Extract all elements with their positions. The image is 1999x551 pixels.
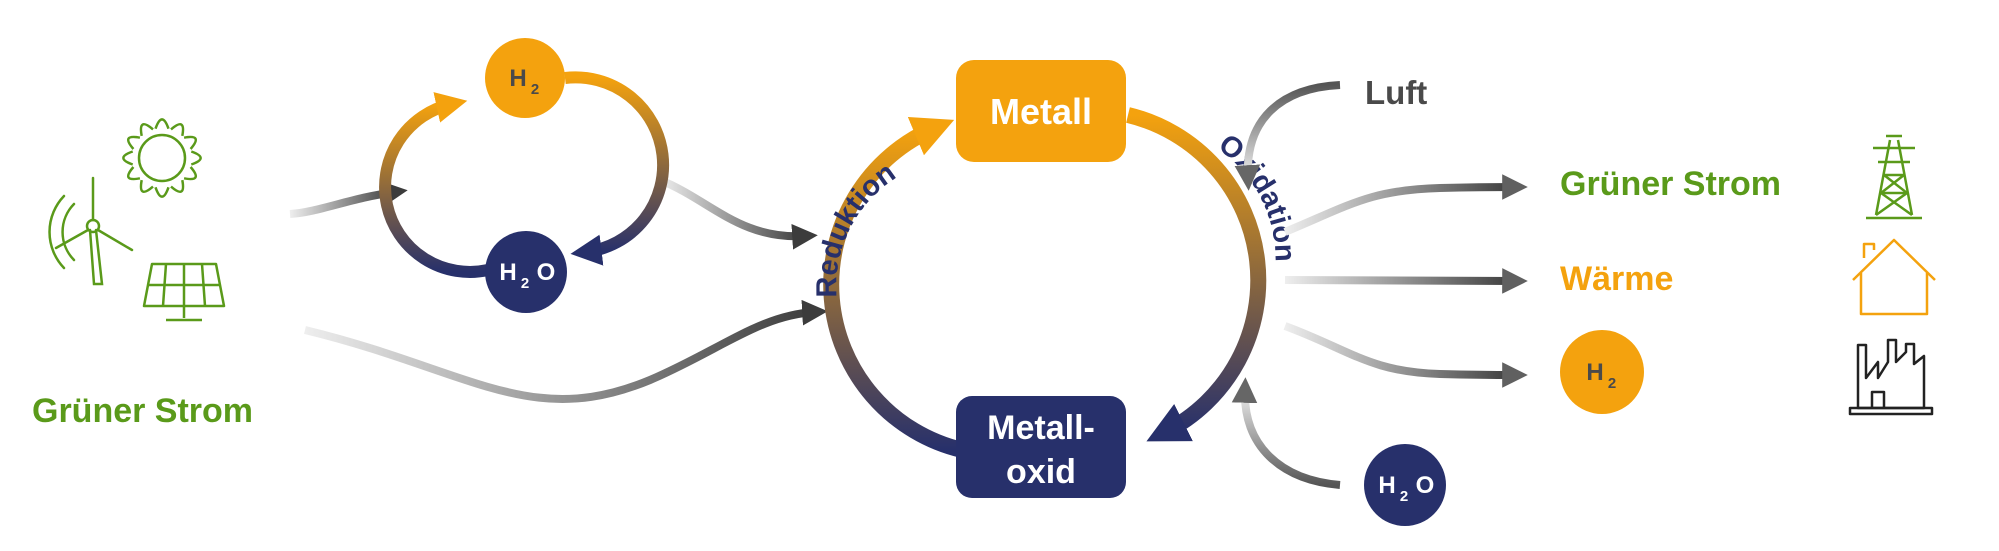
wind-turbine-icon <box>48 176 134 286</box>
oxidation-arc <box>1126 107 1267 442</box>
svg-text:O: O <box>537 259 556 286</box>
svg-text:H: H <box>499 259 516 286</box>
sun-petal <box>126 166 141 181</box>
svg-text:Metall: Metall <box>990 91 1092 132</box>
svg-text:2: 2 <box>531 81 539 98</box>
sun-petal <box>170 122 185 137</box>
svg-text:O: O <box>1416 472 1435 499</box>
hydrogen-to-reduction-arrow <box>658 176 818 250</box>
sun-petal <box>154 186 170 198</box>
svg-text:H: H <box>1586 359 1603 386</box>
svg-text:H: H <box>509 65 526 92</box>
sun-petal <box>139 179 154 194</box>
sun-petal <box>183 166 198 181</box>
sun-icon <box>122 118 202 198</box>
metal-node: Metall <box>956 60 1126 162</box>
sun-petal <box>126 135 141 150</box>
svg-text:oxid: oxid <box>1006 453 1076 491</box>
sun-petal <box>139 122 154 137</box>
svg-text:2: 2 <box>1608 375 1616 392</box>
metal-oxide-node: Metall- oxid <box>956 396 1126 498</box>
h2-top-node: H 2 <box>485 38 565 118</box>
sun-petal <box>170 179 185 194</box>
h2o-bottom-node: H 2 O <box>485 231 567 313</box>
electrolysis-left-arc <box>379 92 490 278</box>
svg-text:Metall-: Metall- <box>987 409 1095 447</box>
electrolysis-right-arc <box>564 71 670 266</box>
power-tower-icon <box>1866 134 1922 220</box>
h2o-input-node: H 2 O <box>1364 444 1446 526</box>
air-input-arrow <box>1234 81 1341 191</box>
sun-petal <box>122 150 134 166</box>
power-to-electrolysis-arrow <box>289 181 408 218</box>
power-output-arrow <box>1283 174 1528 236</box>
svg-text:2: 2 <box>521 275 529 292</box>
output-power-label: Grüner Strom <box>1560 165 1781 203</box>
heat-output-arrow <box>1284 268 1528 294</box>
svg-text:H: H <box>1378 472 1395 499</box>
sun-petal <box>190 150 202 166</box>
h2-output-node: H 2 <box>1560 330 1644 414</box>
sun-petal <box>154 118 170 130</box>
factory-icon <box>1848 338 1934 416</box>
house-icon <box>1852 238 1936 316</box>
water-input-arrow <box>1231 377 1341 489</box>
sun-petal <box>183 135 198 150</box>
solar-panel-icon <box>142 262 226 322</box>
power-to-reduction-arrow <box>304 299 828 403</box>
output-heat-label: Wärme <box>1560 260 1673 298</box>
reduction-arc <box>823 116 964 458</box>
svg-text:2: 2 <box>1400 488 1408 505</box>
hydrogen-output-arrow <box>1283 322 1528 388</box>
left-power-label: Grüner Strom <box>32 392 254 430</box>
air-label: Luft <box>1365 74 1427 111</box>
